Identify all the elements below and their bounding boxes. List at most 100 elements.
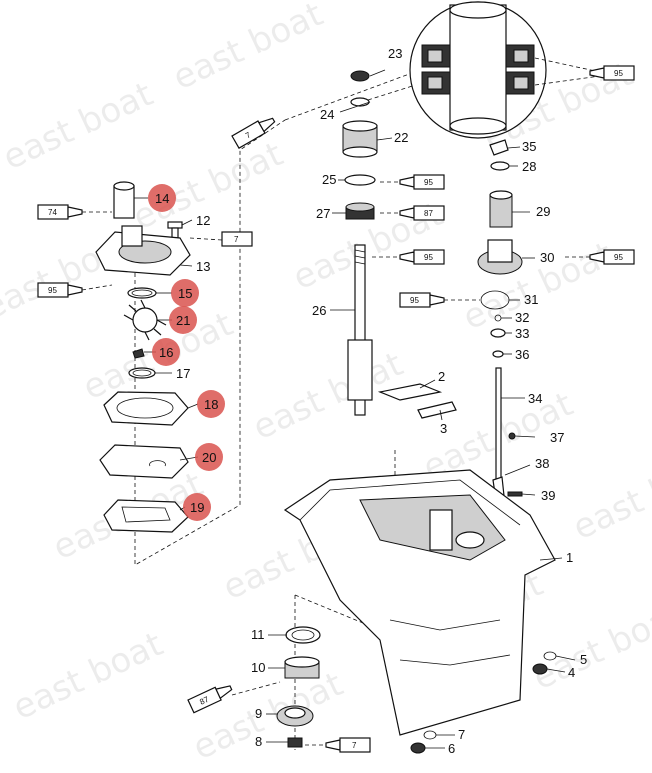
- callout-9: 9: [255, 706, 262, 721]
- callout-20: 20: [202, 450, 216, 465]
- sealant-tubes: 74 95 7 95 87 95 95: [37, 65, 635, 753]
- watermark: east boat: [187, 664, 349, 768]
- sealant-tube-95: 95: [37, 282, 83, 298]
- callout-21: 21: [176, 313, 190, 328]
- callout-17: 17: [176, 366, 190, 381]
- watermark: east boat: [0, 74, 159, 178]
- part-22-bearing-cup: [342, 120, 378, 158]
- callout-33: 33: [515, 326, 529, 341]
- part-11-cup: [285, 626, 321, 644]
- part-23-seal: [350, 70, 370, 82]
- callout-19: 19: [190, 500, 204, 515]
- callout-16: 16: [159, 345, 173, 360]
- callout-36: 36: [515, 347, 529, 362]
- watermark: east boat: [567, 444, 652, 548]
- highlight-15: [171, 279, 199, 307]
- sealant-tube-95-c: 95: [399, 174, 445, 190]
- part-21-impeller: [123, 299, 167, 341]
- callout-24: 24: [320, 107, 334, 122]
- sealant-tube-95-e: 95: [399, 292, 445, 308]
- callout-31: 31: [524, 292, 538, 307]
- callout-13: 13: [196, 259, 210, 274]
- callout-27: 27: [316, 206, 330, 221]
- part-39-screw: [507, 491, 523, 497]
- svg-text:95: 95: [614, 69, 623, 78]
- svg-text:95: 95: [410, 296, 419, 305]
- detail-callout-circle: [409, 1, 601, 139]
- callout-35: 35: [522, 139, 536, 154]
- svg-text:87: 87: [198, 694, 210, 706]
- callout-38: 38: [535, 456, 549, 471]
- watermark: east boat: [7, 624, 169, 728]
- shift-assembly: [477, 139, 523, 508]
- callout-1: 1: [566, 550, 573, 565]
- callout-25: 25: [322, 172, 336, 187]
- highlight-14: [148, 184, 176, 212]
- highlight-18: [197, 390, 225, 418]
- callout-29: 29: [536, 204, 550, 219]
- callout-34: 34: [528, 391, 542, 406]
- leader-lines: [134, 69, 576, 749]
- callout-37: 37: [550, 430, 564, 445]
- highlight-markers: [148, 184, 225, 521]
- part-30-shift-housing: [477, 239, 523, 275]
- part-25-oring: [344, 174, 376, 186]
- sealant-tube-95-d: 95: [399, 249, 445, 265]
- sealant-tube-95-f: 95: [589, 249, 635, 265]
- callout-23: 23: [388, 46, 402, 61]
- part-15-oring: [127, 287, 157, 299]
- part-17-oring: [128, 367, 156, 379]
- svg-text:95: 95: [48, 286, 57, 295]
- callout-28: 28: [522, 159, 536, 174]
- sealant-tube-87: 87: [399, 205, 445, 221]
- part-28-clip: [490, 161, 510, 171]
- callout-4: 4: [568, 665, 575, 680]
- callout-14: 14: [155, 191, 169, 206]
- part-20-plate: [99, 444, 189, 479]
- svg-text:74: 74: [48, 208, 57, 217]
- callout-10: 10: [251, 660, 265, 675]
- callout-labels: 23 24 22 35 28 25 29 27 30 26 31 32 33 3…: [155, 46, 587, 756]
- svg-text:7: 7: [234, 235, 239, 244]
- callout-11: 11: [251, 627, 265, 642]
- part-29-bushing: [489, 190, 513, 228]
- highlight-20: [195, 443, 223, 471]
- part-36-washer: [492, 350, 504, 358]
- highlight-16: [152, 338, 180, 366]
- part-19-gasket: [103, 499, 189, 533]
- part-27-bearing: [345, 202, 375, 220]
- gearcase-housing: [283, 469, 556, 736]
- callout-22: 22: [394, 130, 408, 145]
- watermark: east boat: [247, 344, 409, 448]
- svg-text:7: 7: [244, 130, 253, 140]
- callout-32: 32: [515, 310, 529, 325]
- callout-8: 8: [255, 734, 262, 749]
- part-16-key: [132, 348, 145, 359]
- svg-text:95: 95: [614, 253, 623, 262]
- svg-text:87: 87: [424, 209, 433, 218]
- part-3-shim: [417, 401, 457, 419]
- part-8-nut: [287, 737, 303, 748]
- svg-text:95: 95: [424, 178, 433, 187]
- callout-30: 30: [540, 250, 554, 265]
- part-9-gear: [276, 705, 314, 727]
- callout-6: 6: [448, 741, 455, 756]
- watermark: east boat: [167, 0, 329, 98]
- watermark: east boat: [527, 594, 652, 698]
- watermark: east boat: [457, 234, 619, 338]
- part-4-plug: [532, 663, 548, 675]
- sealant-tube-95-b: 95: [589, 65, 635, 81]
- part-7-washer: [423, 730, 437, 740]
- part-33-washer: [490, 328, 506, 338]
- part-14-sleeve: [113, 181, 135, 219]
- sealant-tube-87-b: 87: [187, 685, 233, 714]
- part-2-shim: [377, 383, 443, 401]
- callout-2: 2: [438, 369, 445, 384]
- callout-3: 3: [440, 421, 447, 436]
- sealant-tube-7-b: 7: [325, 737, 371, 753]
- callout-12: 12: [196, 213, 210, 228]
- part-37-pin: [508, 432, 516, 440]
- part-13-pump-housing: [95, 225, 191, 276]
